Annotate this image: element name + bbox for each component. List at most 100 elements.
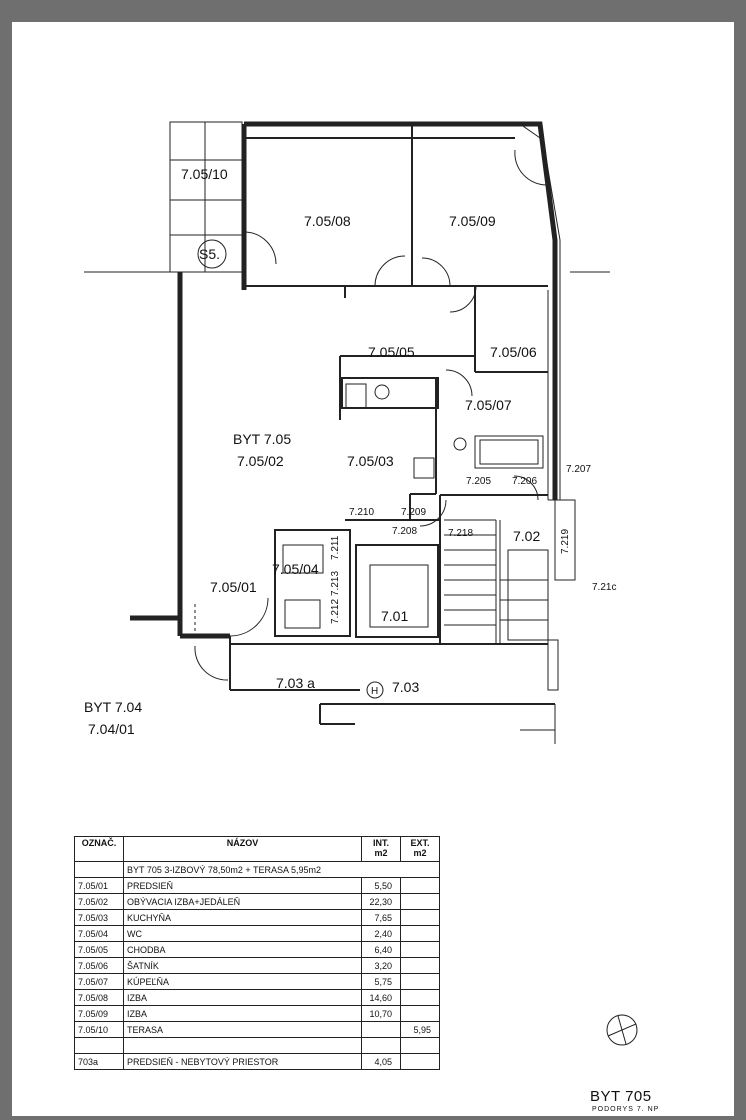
room-label-wardrobe: 7.05/06: [490, 344, 537, 360]
tag-7208: 7.208: [392, 526, 417, 537]
apartment-label: BYT 7.05: [233, 431, 291, 447]
cell-code: 7.05/07: [74, 973, 124, 990]
room-label-bathroom: 7.05/07: [465, 397, 512, 413]
cell-name: TERASA: [123, 1021, 362, 1038]
hob-icon: [413, 457, 435, 479]
tag-7209: 7.209: [401, 507, 426, 518]
cell-ext: [400, 973, 440, 990]
cell-name: PREDSIEŇ - NEBYTOVÝ PRIESTOR: [123, 1053, 362, 1070]
room-label-staircase: 7.02: [513, 528, 540, 544]
cell-ext: [400, 909, 440, 926]
tag-7206: 7.206: [512, 476, 537, 487]
neighbor-apartment-label: BYT 7.04: [84, 699, 142, 715]
cell-int: [361, 1021, 401, 1038]
cell-code: 7.05/08: [74, 989, 124, 1006]
cell-name: IZBA: [123, 989, 362, 1006]
cell-ext: [400, 1053, 440, 1070]
header-ext: EXT.m2: [400, 836, 440, 862]
elevator-car: [369, 564, 429, 628]
cell-int: 6,40: [361, 941, 401, 958]
lift-label: H: [371, 686, 378, 697]
cell-int: 10,70: [361, 1005, 401, 1022]
toilet-icon: [284, 599, 321, 629]
cell-int: 14,60: [361, 989, 401, 1006]
terrace-outline: [84, 121, 610, 273]
summary-row: BYT 705 3-IZBOVÝ 78,50m2 + TERASA 5,95m2: [74, 861, 440, 878]
cell-ext: 5,95: [400, 1021, 440, 1038]
shaft-label: S5.: [199, 246, 220, 262]
cell-code: 7.05/04: [74, 925, 124, 942]
right-wall: [519, 123, 576, 691]
cell-code: 7.05/05: [74, 941, 124, 958]
tag-7218: 7.218: [448, 528, 473, 539]
drawing-subtitle: PODORYS 7. NP: [592, 1106, 660, 1113]
staircase: [444, 519, 548, 644]
cell-int: 7,65: [361, 909, 401, 926]
cell-name: KÚPEĽŇA: [123, 973, 362, 990]
room-label-kitchen: 7.05/03: [347, 453, 394, 469]
cell-int: 2,40: [361, 925, 401, 942]
cell-int: 5,50: [361, 877, 401, 894]
tag-7210: 7.210: [349, 507, 374, 518]
cell-code: 7.05/06: [74, 957, 124, 974]
room-label-703a: 7.03 a: [276, 675, 315, 691]
tag-7207: 7.207: [566, 464, 591, 475]
tag-7205: 7.205: [466, 476, 491, 487]
tag-7219: 7.219: [560, 529, 571, 554]
cell-ext: [400, 957, 440, 974]
cell-name: IZBA: [123, 1005, 362, 1022]
s5-marker: [197, 239, 227, 269]
cell-name: CHODBA: [123, 941, 362, 958]
cell-code: 703a: [74, 1053, 124, 1070]
bathtub: [474, 435, 544, 469]
cell-name: WC: [123, 925, 362, 942]
room-label-bedroom-09: 7.05/09: [449, 213, 496, 229]
header-name: NÁZOV: [123, 836, 362, 862]
room-label-living: 7.05/02: [237, 453, 284, 469]
room-label-703: 7.03: [392, 679, 419, 695]
stove-icon: [374, 384, 390, 400]
tag-7212: 7.212: [330, 599, 341, 624]
header-int: INT.m2: [361, 836, 401, 862]
cell-code: 7.05/01: [74, 877, 124, 894]
room-label-bedroom-08: 7.05/08: [304, 213, 351, 229]
cell-ext: [400, 1005, 440, 1022]
summary-cell: BYT 705 3-IZBOVÝ 78,50m2 + TERASA 5,95m2: [123, 861, 440, 878]
north-arrow-icon: [606, 1014, 638, 1046]
room-label-terrace: 7.05/10: [181, 166, 228, 182]
cell-ext: [400, 893, 440, 910]
tag-7214: 7.21c: [592, 582, 616, 593]
room-label-hall: 7.05/01: [210, 579, 257, 595]
wc-sink-icon: [282, 544, 324, 574]
cell-name: ŠATNÍK: [123, 957, 362, 974]
exterior-walls: [130, 121, 558, 639]
stair-core: [507, 549, 549, 641]
room-label-corridor: 7.05/05: [368, 344, 415, 360]
cell-ext: [400, 877, 440, 894]
cell-int: 22,30: [361, 893, 401, 910]
cell-int: 4,05: [361, 1053, 401, 1070]
tag-7213: 7.213: [330, 571, 341, 596]
cell-code: 7.05/09: [74, 1005, 124, 1022]
cell-name: KUCHYŇA: [123, 909, 362, 926]
header-code: OZNAČ.: [74, 836, 124, 862]
table-header-row: OZNAČ. NÁZOV INT.m2 EXT.m2: [74, 836, 440, 862]
tag-7211: 7.211: [330, 535, 341, 560]
cell-name: PREDSIEŇ: [123, 877, 362, 894]
cell-code: 7.05/03: [74, 909, 124, 926]
cell-code: 7.05/10: [74, 1021, 124, 1038]
cell-ext: [400, 925, 440, 942]
fridge-icon: [345, 383, 367, 409]
cell-ext: [400, 941, 440, 958]
